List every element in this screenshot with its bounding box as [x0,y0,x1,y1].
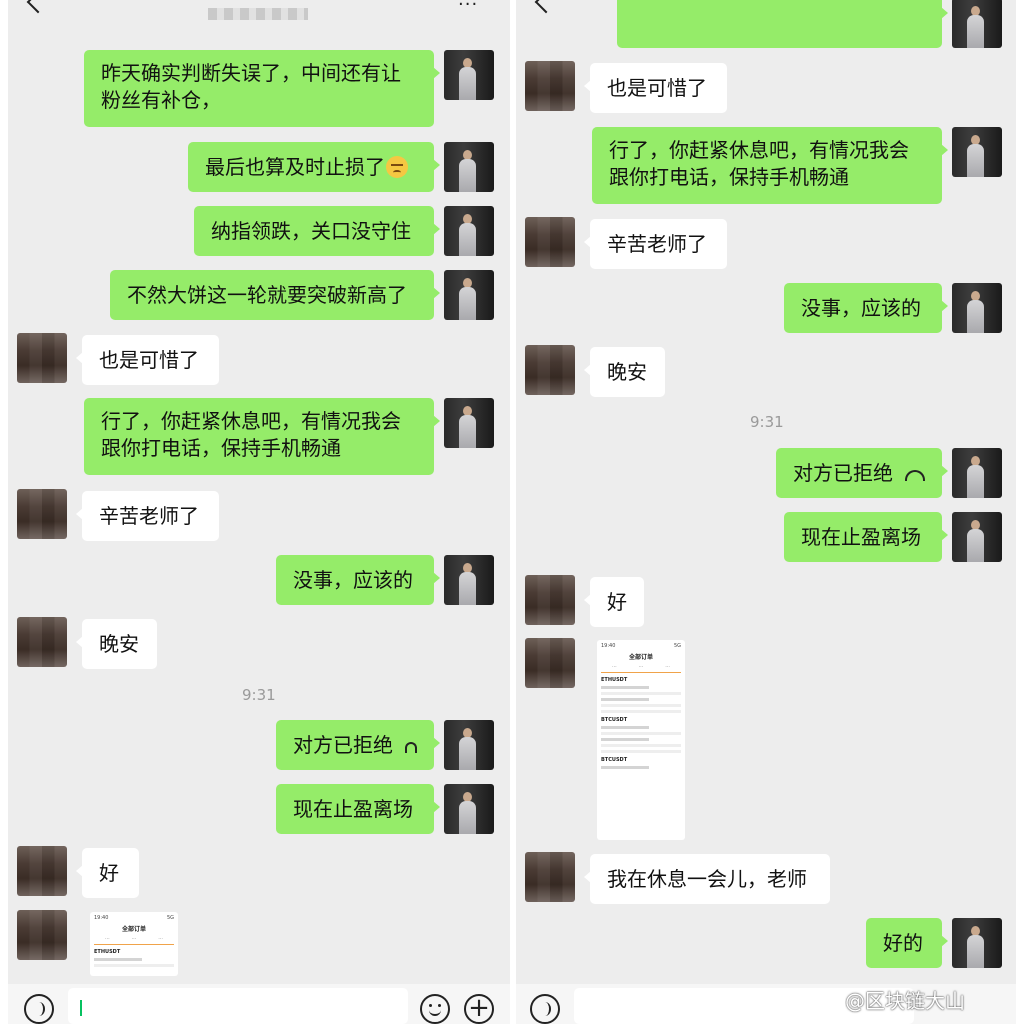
message-text: 最后也算及时止损了 [205,154,385,179]
message-bubble-sent[interactable]: 最后也算及时止损了 [188,142,440,192]
message-bubble-received[interactable]: 我在休息一会儿，老师 [584,854,830,904]
my-avatar[interactable] [444,398,494,448]
message-bubble-received[interactable]: 好 [584,577,644,627]
my-avatar[interactable] [952,512,1002,562]
message-bubble-sent-partial[interactable] [617,0,948,48]
my-avatar[interactable] [444,784,494,834]
thumb-symbol: ETHUSDT [601,677,628,683]
message-bubble-sent[interactable]: 好的 [866,918,948,968]
message-text: 对方已拒绝 [293,732,393,757]
message-bubble-sent[interactable]: 现在止盈离场 [276,784,440,834]
watermark: @区块链大山 [845,989,965,1013]
contact-avatar[interactable] [525,61,575,111]
contact-avatar[interactable] [525,852,575,902]
message-bubble-received[interactable]: 辛苦老师了 [584,219,727,269]
back-arrow-icon[interactable] [26,0,50,14]
my-avatar[interactable] [952,918,1002,968]
chat-panel-left: ··· 昨天确实判断失误了，中间还有让粉丝有补仓， 最后也算及时止损了 纳指领跌… [8,0,510,1024]
message-bubble-sent[interactable]: 行了，你赶紧休息吧，有情况我会跟你打电话，保持手机畅通 [84,398,440,475]
contact-avatar[interactable] [17,846,67,896]
message-bubble-received[interactable]: 晚安 [76,619,157,669]
my-avatar[interactable] [444,720,494,770]
pensive-face-icon [386,156,408,178]
message-input[interactable] [574,988,914,1024]
message-text: 对方已拒绝 [793,460,893,485]
my-avatar[interactable] [444,142,494,192]
hangup-icon [405,741,417,753]
message-bubble-sent[interactable]: 没事，应该的 [784,283,948,333]
thumb-title: 全部订单 [628,654,653,661]
thumb-symbol: ETHUSDT [94,949,121,955]
input-bar [516,984,1016,1024]
call-declined-bubble[interactable]: 对方已拒绝 [776,448,948,498]
chat-panel-right: ··· 也是可惜了 行了，你赶紧休息吧，有情况我会跟你打电话，保持手机畅通 辛苦… [516,0,1016,1024]
contact-avatar[interactable] [525,575,575,625]
my-avatar[interactable] [444,206,494,256]
message-bubble-sent[interactable]: 不然大饼这一轮就要突破新高了 [110,270,440,320]
contact-avatar[interactable] [17,333,67,383]
contact-avatar[interactable] [525,638,575,688]
my-avatar[interactable] [444,270,494,320]
my-avatar[interactable] [952,283,1002,333]
contact-avatar[interactable] [525,345,575,395]
contact-avatar[interactable] [17,489,67,539]
timestamp: 9:31 [242,686,276,704]
back-arrow-icon[interactable] [534,0,558,14]
contact-avatar[interactable] [525,217,575,267]
message-bubble-received[interactable]: 晚安 [584,347,665,397]
contact-name-blurred [208,8,308,20]
my-avatar[interactable] [952,448,1002,498]
input-bar: + [8,984,510,1024]
timestamp: 9:31 [750,413,784,431]
more-icon[interactable]: ··· [458,0,479,15]
message-bubble-received[interactable]: 辛苦老师了 [76,491,219,541]
thumb-tabs: ········· [601,664,681,673]
voice-icon[interactable] [24,994,54,1024]
message-bubble-received[interactable]: 也是可惜了 [584,63,727,113]
voice-icon[interactable] [530,994,560,1024]
message-bubble-sent[interactable]: 没事，应该的 [276,555,440,605]
thumb-title: 全部订单 [121,926,146,933]
thumb-symbol: BTCUSDT [601,757,628,763]
thumb-tabs: ········· [94,936,174,945]
my-avatar[interactable] [444,555,494,605]
my-avatar[interactable] [952,127,1002,177]
my-avatar[interactable] [444,50,494,100]
message-input[interactable] [68,988,408,1024]
message-bubble-sent[interactable]: 纳指领跌，关口没守住 [194,206,440,256]
contact-avatar[interactable] [17,910,67,960]
thumb-symbol: BTCUSDT [601,717,628,723]
message-bubble-received[interactable]: 也是可惜了 [76,335,219,385]
call-declined-bubble[interactable]: 对方已拒绝 [276,720,440,770]
message-bubble-sent[interactable]: 现在止盈离场 [784,512,948,562]
message-bubble-received[interactable]: 好 [76,848,139,898]
my-avatar[interactable] [952,0,1002,48]
message-bubble-sent[interactable]: 行了，你赶紧休息吧，有情况我会跟你打电话，保持手机畅通 [592,127,948,204]
chat-header: ··· [8,0,510,22]
emoji-icon[interactable] [420,994,450,1024]
contact-avatar[interactable] [17,617,67,667]
message-bubble-sent[interactable]: 昨天确实判断失误了，中间还有让粉丝有补仓， [84,50,440,127]
hangup-icon [905,469,925,481]
text-caret [80,1000,82,1016]
plus-icon[interactable]: + [464,994,494,1024]
